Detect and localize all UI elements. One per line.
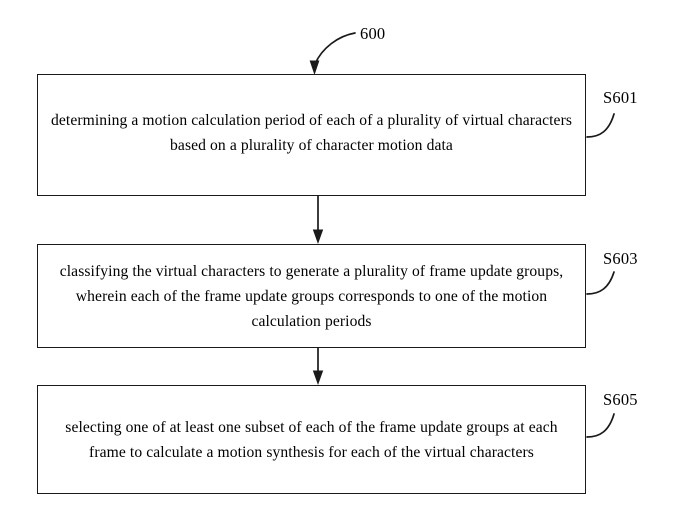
- step-label-s605: S605: [603, 390, 638, 409]
- process-step-s605-text: selecting one of at least one subset of …: [65, 418, 558, 461]
- process-step-s601-text: determining a motion calculation period …: [50, 112, 573, 154]
- step-label-s601: S601: [603, 88, 638, 107]
- process-step-s605: selecting one of at least one subset of …: [37, 385, 586, 494]
- process-step-s603-text: classifying the virtual characters to ge…: [59, 262, 564, 330]
- leader-line-s603: [586, 271, 615, 295]
- reference-numeral-600: 600: [360, 24, 386, 43]
- step-label-s603: S603: [603, 249, 638, 268]
- connector-step2-to-step3: [312, 348, 324, 385]
- process-step-s601: determining a motion calculation period …: [37, 74, 586, 196]
- connector-step1-to-step2: [312, 196, 324, 244]
- leader-line-s601: [586, 113, 615, 138]
- leader-line-s605: [586, 413, 615, 438]
- process-step-s603: classifying the virtual characters to ge…: [37, 244, 586, 348]
- reference-600-leader: [309, 32, 356, 75]
